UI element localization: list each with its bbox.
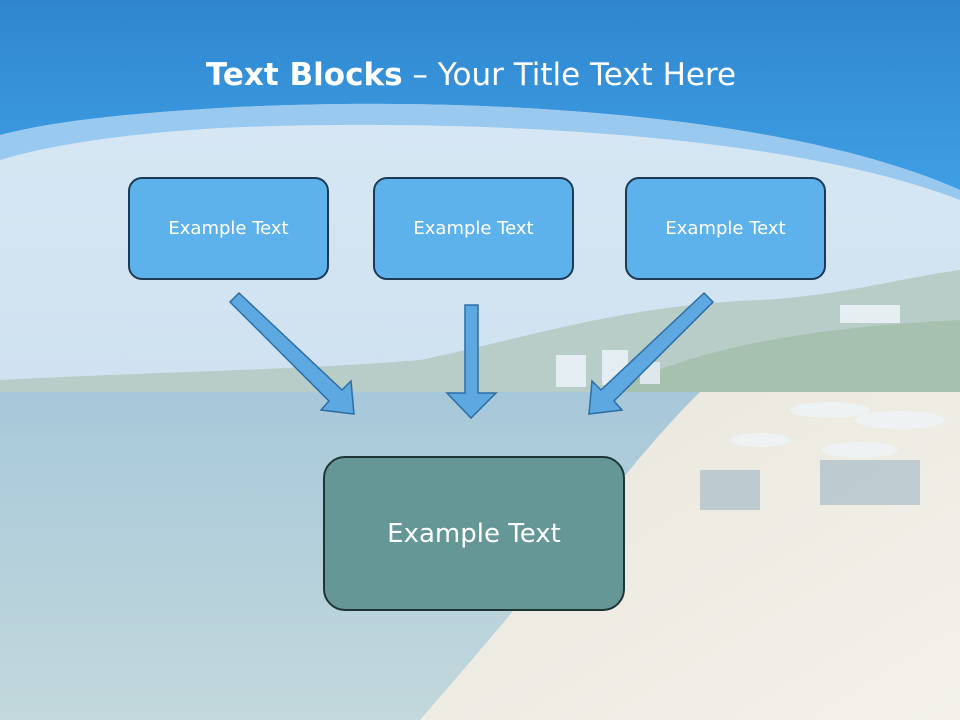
text-block-1-label: Example Text [168,218,289,239]
title-rest: Your Title Text Here [437,57,737,93]
text-block-3-label: Example Text [665,218,786,239]
target-text-block-label: Example Text [387,518,561,549]
slide-title: Text Blocks – Your Title Text Here [0,50,942,100]
title-dash: – [402,57,438,93]
title-bold: Text Blocks [205,57,403,93]
text-block-1: Example Text [128,177,329,280]
target-text-block: Example Text [323,456,625,611]
text-block-2-label: Example Text [413,218,534,239]
text-block-2: Example Text [373,177,574,280]
text-block-3: Example Text [625,177,826,280]
